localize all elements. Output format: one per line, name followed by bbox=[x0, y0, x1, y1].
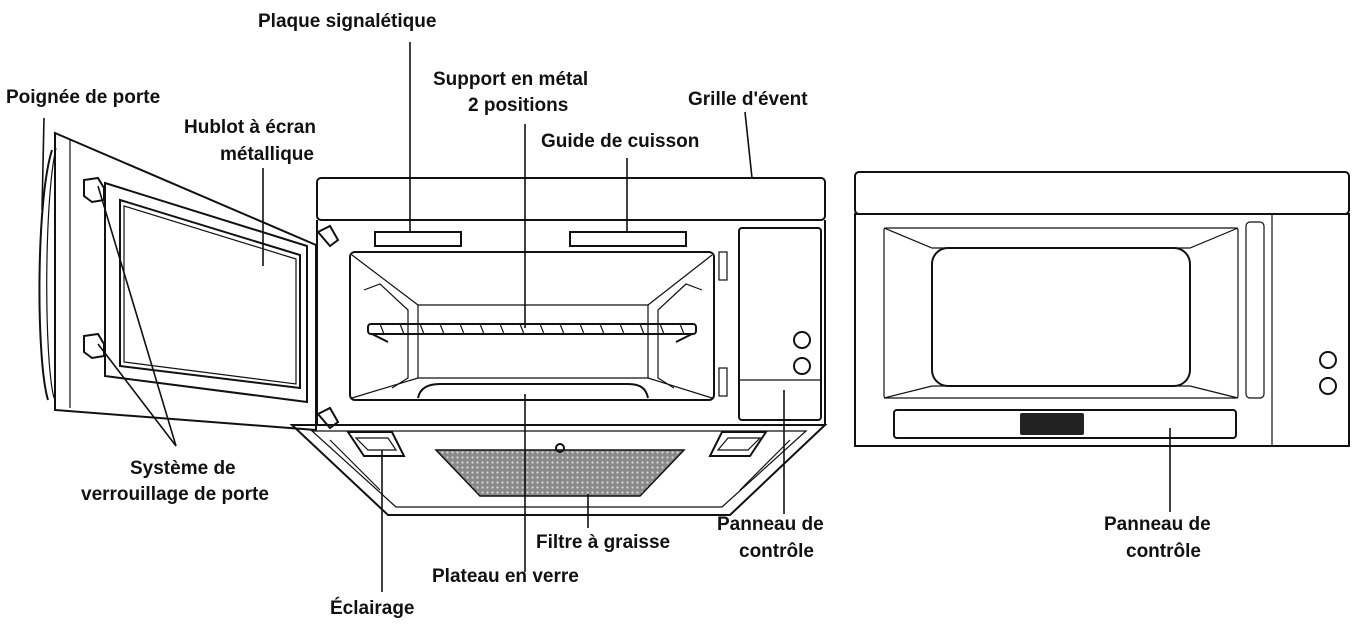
door-latch-top bbox=[83, 176, 105, 204]
label-vent-grille: Grille d'évent bbox=[688, 89, 808, 110]
microwave-door bbox=[38, 131, 340, 432]
leader-lines bbox=[41, 42, 1171, 592]
label-metal-rack-2: 2 positions bbox=[468, 95, 568, 116]
glass-tray-shape bbox=[417, 383, 649, 399]
display-panel bbox=[1020, 413, 1084, 435]
metal-rack bbox=[367, 323, 697, 343]
door-handle-shape bbox=[38, 149, 53, 401]
label-control-panel-1: Panneau de bbox=[717, 514, 824, 535]
closed-control-button-1 bbox=[1319, 351, 1337, 369]
mesh-window-shape bbox=[119, 198, 301, 390]
closed-window bbox=[931, 247, 1191, 387]
open-microwave bbox=[38, 131, 828, 516]
label-glass-tray: Plateau en verre bbox=[432, 566, 579, 587]
control-panel-left bbox=[738, 227, 822, 421]
control-panel-right bbox=[893, 409, 1237, 439]
closed-control-button-2 bbox=[1319, 377, 1337, 395]
label-mesh-window-2: métallique bbox=[220, 144, 314, 165]
label-door-lock-1: Système de bbox=[130, 458, 236, 479]
label-control-panel-2: contrôle bbox=[739, 541, 814, 562]
closed-microwave bbox=[854, 171, 1350, 447]
label-door-lock-2: verrouillage de porte bbox=[81, 484, 269, 505]
label-mesh-window-1: Hublot à écran bbox=[184, 117, 316, 138]
vent-grille-shape bbox=[316, 177, 826, 221]
door-latch-bottom bbox=[83, 332, 105, 360]
label-lighting: Éclairage bbox=[330, 597, 415, 619]
label-cooking-guide: Guide de cuisson bbox=[541, 131, 699, 152]
oven-cavity bbox=[349, 251, 715, 401]
label-control-panel2-1: Panneau de bbox=[1104, 514, 1211, 535]
cooking-guide-shape bbox=[569, 231, 687, 247]
light-left bbox=[346, 431, 406, 457]
labels: Plaque signalétique Support en métal 2 p… bbox=[6, 11, 1211, 619]
rating-plate-shape bbox=[374, 231, 462, 247]
control-button-1 bbox=[793, 331, 811, 349]
grease-filter-shape bbox=[434, 449, 686, 497]
light-right bbox=[708, 431, 768, 457]
label-control-panel2-2: contrôle bbox=[1126, 541, 1201, 562]
label-door-handle: Poignée de porte bbox=[6, 87, 160, 108]
label-metal-rack-1: Support en métal bbox=[433, 69, 588, 90]
bottom-panel bbox=[289, 424, 828, 516]
label-rating-plate: Plaque signalétique bbox=[258, 11, 436, 32]
control-button-2 bbox=[793, 357, 811, 375]
label-grease-filter: Filtre à graisse bbox=[536, 532, 670, 553]
